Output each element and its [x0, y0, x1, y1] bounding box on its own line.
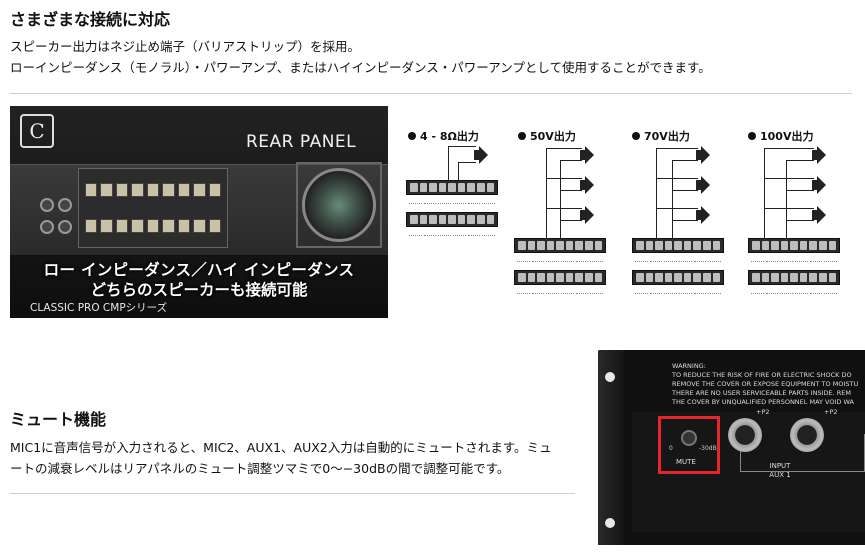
speaker-icon — [696, 206, 710, 224]
speaker-icon — [812, 146, 826, 164]
overlay-text-line-2: どちらのスピーカーも接続可能 — [90, 281, 308, 299]
input-aux-label: INPUT AUX 1 — [769, 462, 791, 479]
terminal-strip — [514, 238, 606, 253]
terminal-strip — [748, 270, 840, 285]
bullet-icon — [632, 132, 640, 140]
terminal-strip — [632, 270, 724, 285]
product-caption: CLASSIC PRO CMPシリーズ — [30, 302, 168, 314]
speaker-icon — [474, 146, 488, 164]
terminal-strip — [406, 212, 498, 227]
mute-description: MIC1に音声信号が入力されると、MIC2、AUX1、AUX2入力は自動的にミュ… — [10, 437, 552, 479]
fan-grille — [296, 162, 382, 248]
rca-jack — [40, 198, 54, 212]
mute-knob-icon — [681, 430, 697, 446]
divider-bottom — [10, 493, 575, 494]
connections-description: スピーカー出力はネジ止め端子（バリアストリップ）を採用。 ローインピーダンス（モ… — [10, 36, 711, 78]
speaker-icon — [696, 176, 710, 194]
bullet-icon — [408, 132, 416, 140]
connections-line-1: スピーカー出力はネジ止め端子（バリアストリップ）を採用。 — [10, 39, 361, 54]
classic-pro-logo: C — [20, 114, 54, 148]
mute-line-2: ートの減衰レベルはリアパネルのミュート調整ツマミで0～−30dBの間で調整可能で… — [10, 461, 510, 476]
section-heading-connections: さまざまな接続に対応 — [10, 10, 171, 29]
speaker-icon — [580, 176, 594, 194]
terminal-strip — [406, 180, 498, 195]
xlr-jack-icon — [790, 418, 824, 452]
diagram-label-50v: 50V出力 — [518, 128, 576, 144]
mute-line-1: MIC1に音声信号が入力されると、MIC2、AUX1、AUX2入力は自動的にミュ… — [10, 440, 552, 455]
rca-jack — [58, 220, 72, 234]
rack-ear — [598, 350, 624, 545]
mute-highlight-box — [658, 416, 720, 474]
p2-label: +P2 — [756, 408, 770, 416]
speaker-icon — [580, 206, 594, 224]
rca-jack — [58, 198, 72, 212]
rear-panel-photo: C REAR PANEL ロー インピーダンス／ハイ インピーダンス どちらのス… — [10, 106, 388, 318]
diagram-label-4-8ohm: 4 - 8Ω出力 — [408, 128, 479, 144]
mute-panel-photo: WARNING: TO REDUCE THE RISK OF FIRE OR E… — [598, 350, 865, 545]
section-heading-mute: ミュート機能 — [10, 410, 107, 429]
xlr-jack-icon — [728, 418, 762, 452]
terminal-strip — [632, 238, 724, 253]
speaker-icon — [812, 206, 826, 224]
mute-db-min: 0 — [669, 445, 673, 452]
connections-line-2: ローインピーダンス（モノラル）・パワーアンプ、またはハイインピーダンス・パワーア… — [10, 60, 711, 75]
terminal-strip — [748, 238, 840, 253]
terminal-strip — [514, 270, 606, 285]
speaker-icon — [812, 176, 826, 194]
barrier-strip-terminal — [78, 168, 228, 248]
diagram-label-100v: 100V出力 — [748, 128, 813, 144]
p2-label: +P2 — [824, 408, 838, 416]
speaker-icon — [696, 146, 710, 164]
divider-top — [10, 93, 852, 94]
diagram-label-70v: 70V出力 — [632, 128, 690, 144]
rear-panel-title: REAR PANEL — [246, 132, 357, 152]
mute-db-max: -30dB — [699, 445, 717, 452]
overlay-text-line-1: ロー インピーダンス／ハイ インピーダンス — [43, 261, 355, 279]
mute-label: MUTE — [676, 458, 696, 466]
rack-hole — [605, 372, 615, 382]
rca-jack — [40, 220, 54, 234]
warning-text: WARNING: TO REDUCE THE RISK OF FIRE OR E… — [672, 362, 859, 406]
speaker-icon — [580, 146, 594, 164]
bullet-icon — [748, 132, 756, 140]
bullet-icon — [518, 132, 526, 140]
cooling-fan-icon — [302, 168, 376, 242]
rack-hole — [605, 518, 615, 528]
